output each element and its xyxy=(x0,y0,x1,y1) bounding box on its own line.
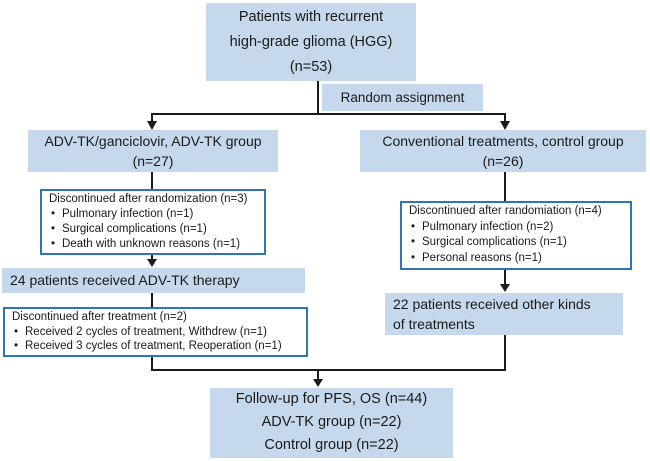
dropout-title: Discontinued after randomiation (n=4) xyxy=(409,205,602,217)
box-line: Conventional treatments, control group xyxy=(382,133,624,149)
box-line: 22 patients received other kinds xyxy=(393,296,591,312)
box-control-group: Conventional treatments, control group (… xyxy=(360,130,646,172)
box-line: of treatments xyxy=(393,316,475,332)
bullet-glyph: • xyxy=(411,236,416,248)
list-item-text: Surgical complications (n=1) xyxy=(62,223,207,235)
box-line: ADV-TK/ganciclovir, ADV-TK group xyxy=(44,133,262,149)
box-adv-tk-received: 24 patients received ADV-TK therapy xyxy=(2,268,305,293)
box-line: ADV-TK group (n=22) xyxy=(261,414,402,430)
random-assignment-label: Random assignment xyxy=(322,84,483,111)
arrowhead-left-group xyxy=(147,121,157,130)
list-item: • Surgical complications (n=1) xyxy=(46,222,260,237)
bullet-glyph: • xyxy=(51,238,56,250)
bullet-glyph: • xyxy=(411,220,416,233)
list-item-text: Received 2 cycles of treatment, Withdrew… xyxy=(25,325,267,338)
bullet-glyph: • xyxy=(51,223,56,235)
box-line: (n=26) xyxy=(482,153,524,169)
arrowhead-right-group xyxy=(500,121,510,130)
box-line: Follow-up for PFS, OS (n=44) xyxy=(235,391,428,407)
bullet-glyph: • xyxy=(14,340,19,352)
box-line: Patients with recurrent xyxy=(238,9,384,25)
list-item-text: Received 3 cycles of treatment, Reoperat… xyxy=(25,340,282,352)
dropout-title: Discontinued after randomization (n=3) xyxy=(49,193,248,205)
box-line: (n=27) xyxy=(132,153,174,169)
list-item-text: Pulmonary infection (n=2) xyxy=(422,220,554,233)
list-item-text: Death with unknown reasons (n=1) xyxy=(62,238,241,250)
bullet-glyph: • xyxy=(411,251,416,264)
bullet-glyph: • xyxy=(14,325,19,338)
list-item-text: Personal reasons (n=1) xyxy=(422,251,542,264)
box-control-dropouts-randomization: Discontinued after randomiation (n=4) • … xyxy=(400,201,632,270)
list-item: • Personal reasons (n=1) xyxy=(406,251,626,267)
box-adv-tk-dropouts-treatment: Discontinued after treatment (n=2) • Rec… xyxy=(3,307,308,357)
list-item: • Pulmonary infection (n=2) xyxy=(406,220,626,236)
bullet-glyph: • xyxy=(51,208,56,220)
list-item: • Death with unknown reasons (n=1) xyxy=(46,237,260,252)
box-adv-tk-dropouts-randomization: Discontinued after randomization (n=3) •… xyxy=(40,189,266,255)
box-adv-tk-group: ADV-TK/ganciclovir, ADV-TK group (n=27) xyxy=(28,130,278,172)
arrowhead-right-received xyxy=(500,284,510,292)
list-item-text: Surgical complications (n=1) xyxy=(422,236,567,248)
box-control-received: 22 patients received other kinds of trea… xyxy=(385,293,623,335)
box-line: Control group (n=22) xyxy=(264,437,399,453)
box-patients-total: Patients with recurrent high-grade gliom… xyxy=(206,3,416,81)
list-item: • Pulmonary infection (n=1) xyxy=(46,207,260,222)
box-line: high-grade glioma (HGG) xyxy=(229,34,393,50)
box-line: (n=53) xyxy=(289,59,333,75)
list-item: • Received 3 cycles of treatment, Reoper… xyxy=(9,339,302,354)
arrowhead-followup xyxy=(313,379,323,387)
list-item: • Surgical complications (n=1) xyxy=(406,235,626,251)
dropout-title: Discontinued after treatment (n=2) xyxy=(12,311,187,323)
list-item-text: Pulmonary infection (n=1) xyxy=(62,208,194,220)
list-item: • Received 2 cycles of treatment, Withdr… xyxy=(9,325,302,340)
box-followup: Follow-up for PFS, OS (n=44) ADV-TK grou… xyxy=(210,388,453,458)
arrowhead-left-received xyxy=(147,259,157,267)
